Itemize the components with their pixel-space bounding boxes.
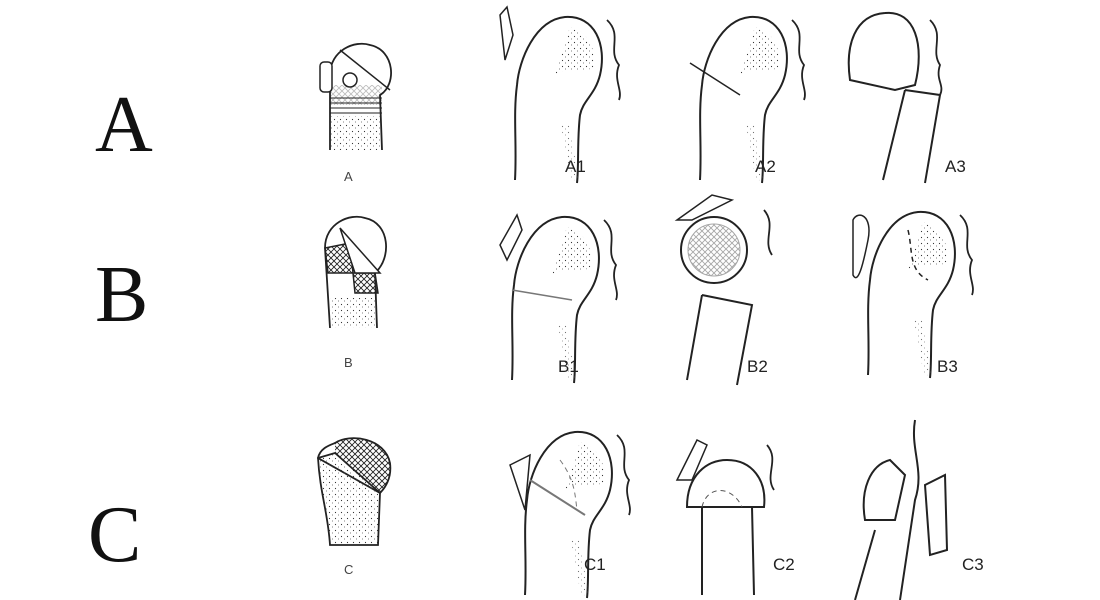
- label-b1: B1: [558, 357, 579, 376]
- fracture-a3: [847, 11, 943, 184]
- fracture-b2: [674, 194, 773, 386]
- fracture-b1: [499, 205, 622, 385]
- schematic-type-b: [324, 215, 387, 329]
- label-a1: A1: [565, 157, 586, 176]
- fracture-a1: [499, 5, 625, 185]
- schematic-label-c: C: [344, 562, 354, 577]
- label-a3: A3: [945, 157, 966, 176]
- type-b-heading: B: [95, 251, 149, 339]
- schematic-label-a: A: [344, 169, 353, 184]
- label-a2: A2: [755, 157, 776, 176]
- label-c2: C2: [773, 555, 795, 574]
- schematic-type-a: [319, 42, 392, 151]
- type-a-heading: A: [95, 81, 153, 169]
- fracture-a2: [689, 5, 810, 185]
- label-b3: B3: [937, 357, 958, 376]
- type-c-heading: C: [88, 491, 142, 579]
- fracture-c2: [675, 438, 775, 596]
- fracture-c3: [854, 419, 949, 600]
- label-b2: B2: [747, 357, 768, 376]
- schematic-type-c: [316, 437, 392, 546]
- label-c3: C3: [962, 555, 984, 574]
- schematic-label-b: B: [344, 355, 353, 370]
- label-c1: C1: [584, 555, 606, 574]
- fracture-c1: [509, 420, 635, 600]
- fracture-b3: [852, 200, 978, 385]
